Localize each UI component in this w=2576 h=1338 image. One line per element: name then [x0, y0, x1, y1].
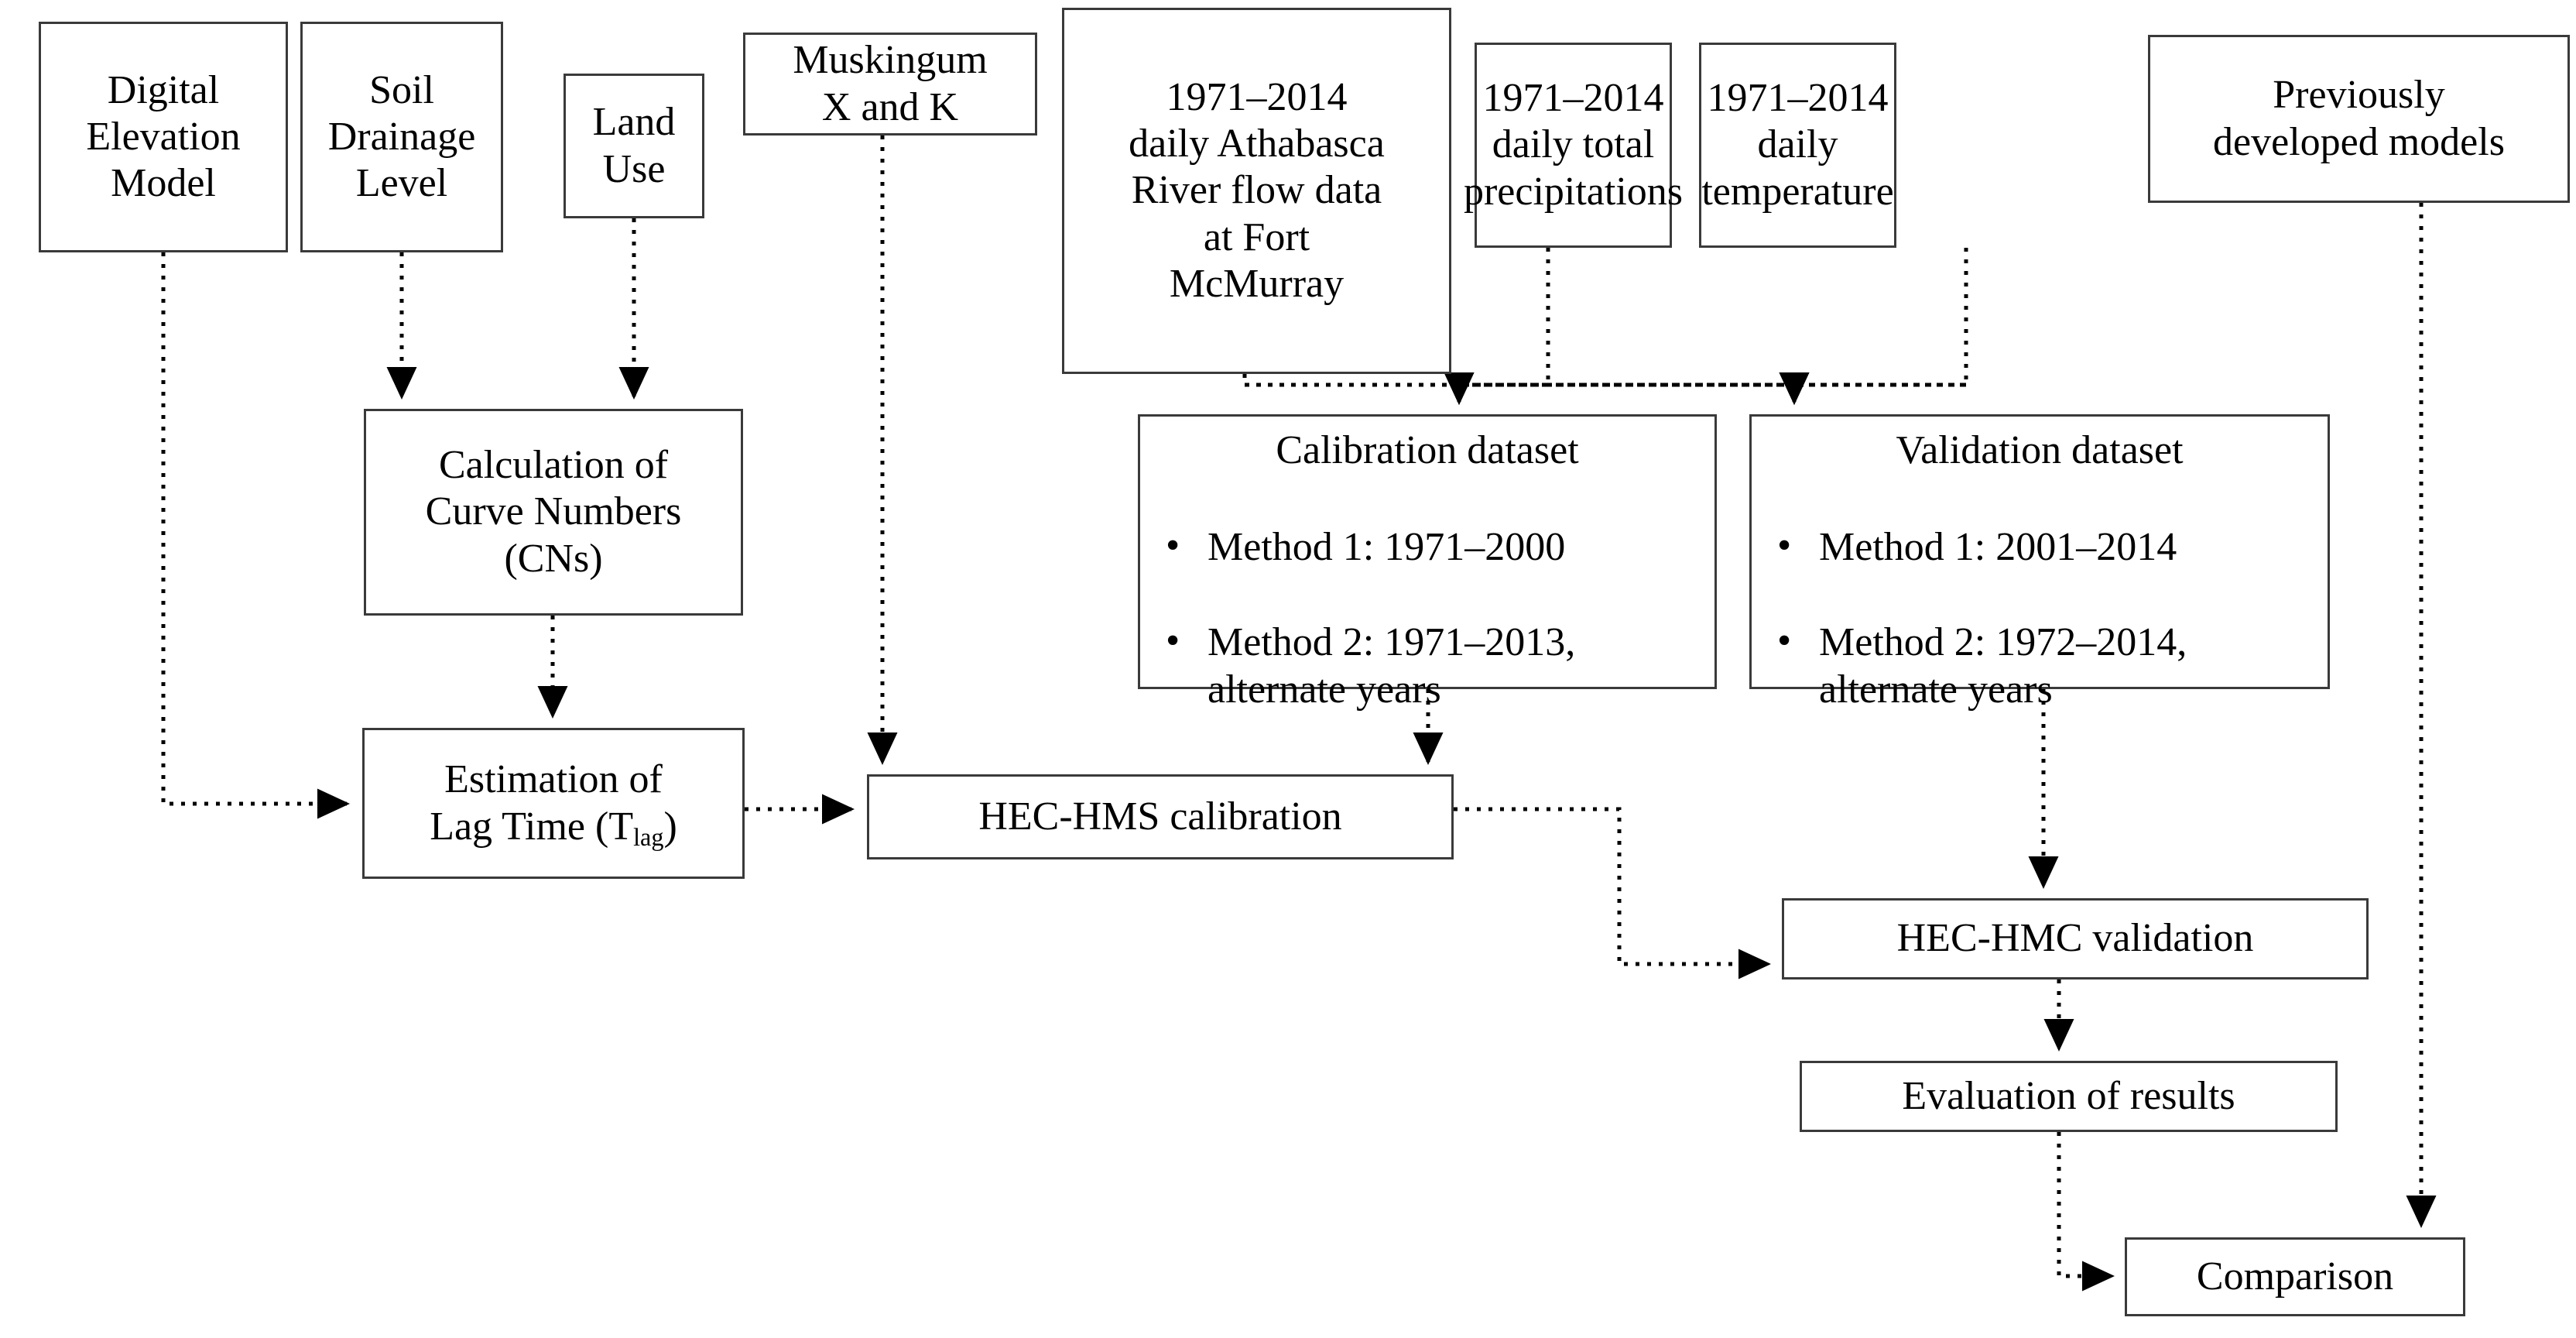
edge-evaluation-to-comparison — [2057, 1132, 2115, 1292]
node-calculation-of-curve-numbers[interactable]: Calculation of Curve Numbers (CNs) — [364, 409, 743, 616]
calibration-dataset-title: Calibration dataset — [1276, 428, 1579, 472]
node-label: Muskingum X and K — [793, 38, 988, 129]
edge-temperature-to-validation-dataset — [1779, 248, 1968, 406]
node-comparison[interactable]: Comparison — [2125, 1237, 2465, 1316]
lag-time-label-prefix: Estimation of Lag Time (T — [430, 757, 663, 849]
node-daily-temperature[interactable]: 1971–2014 daily temperature — [1699, 43, 1896, 248]
node-label: Previously developed models — [2213, 73, 2505, 164]
node-label: Land Use — [592, 100, 676, 191]
edge-flow-to-validation-dataset — [1245, 372, 1810, 406]
node-label: HEC-HMC validation — [1896, 916, 2254, 961]
node-estimation-of-lag-time[interactable]: Estimation of Lag Time (Tlag) — [362, 728, 745, 879]
node-evaluation-of-results[interactable]: Evaluation of results — [1800, 1061, 2338, 1132]
edge-calibration-to-validation — [1454, 807, 1772, 979]
node-label: Estimation of Lag Time (Tlag) — [430, 756, 677, 851]
node-label: 1971–2014 daily temperature — [1701, 76, 1894, 214]
node-athabasca-river-flow-data[interactable]: 1971–2014 daily Athabasca River flow dat… — [1062, 8, 1451, 374]
node-muskingum-x-and-k[interactable]: Muskingum X and K — [743, 33, 1037, 136]
node-digital-elevation-model[interactable]: Digital Elevation Model — [39, 22, 288, 252]
calibration-dataset-bullets: Method 1: 1971–2000 Method 2: 1971–2013,… — [1133, 477, 1721, 761]
node-label: Soil Drainage Level — [327, 67, 476, 206]
node-label: 1971–2014 daily Athabasca River flow dat… — [1129, 74, 1385, 306]
node-previously-developed-models[interactable]: Previously developed models — [2148, 35, 2570, 203]
list-item: Method 1: 1971–2000 — [1160, 523, 1721, 571]
node-daily-total-precipitations[interactable]: 1971–2014 daily total precipitations — [1464, 43, 1683, 248]
node-label: 1971–2014 daily total precipitations — [1463, 76, 1684, 214]
node-land-use[interactable]: Land Use — [564, 74, 704, 218]
node-validation-dataset[interactable]: Validation dataset Method 1: 2001–2014 M… — [1749, 414, 2330, 712]
node-label: HEC-HMS calibration — [978, 794, 1342, 839]
lag-time-label-suffix: ) — [663, 804, 677, 849]
node-hec-hmc-validation[interactable]: HEC-HMC validation — [1782, 898, 2369, 979]
edge-flow-to-calibration-dataset — [1242, 372, 1475, 406]
node-calibration-dataset[interactable]: Calibration dataset Method 1: 1971–2000 … — [1138, 414, 1717, 712]
edge-temperature-to-calibration-dataset — [1444, 372, 1966, 406]
node-label: Comparison — [2196, 1254, 2394, 1299]
list-item: Method 2: 1971–2013, alternate years — [1160, 618, 1721, 714]
list-item: Method 1: 2001–2014 — [1771, 523, 2334, 571]
node-hec-hms-calibration[interactable]: HEC-HMS calibration — [867, 774, 1454, 859]
edge-dem-to-lag-time — [161, 252, 351, 819]
node-soil-drainage-level[interactable]: Soil Drainage Level — [300, 22, 503, 252]
node-label: Digital Elevation Model — [86, 67, 241, 206]
lag-time-subscript: lag — [633, 822, 664, 851]
edge-precipitation-to-validation-dataset — [1548, 372, 1810, 406]
edge-precipitation-to-calibration-dataset — [1444, 248, 1550, 406]
node-label: Evaluation of results — [1902, 1073, 2235, 1118]
list-item: Method 2: 1972–2014, alternate years — [1771, 618, 2334, 714]
node-label: Calculation of Curve Numbers (CNs) — [425, 443, 682, 581]
validation-dataset-title: Validation dataset — [1896, 428, 2184, 472]
validation-dataset-bullets: Method 1: 2001–2014 Method 2: 1972–2014,… — [1745, 477, 2334, 761]
